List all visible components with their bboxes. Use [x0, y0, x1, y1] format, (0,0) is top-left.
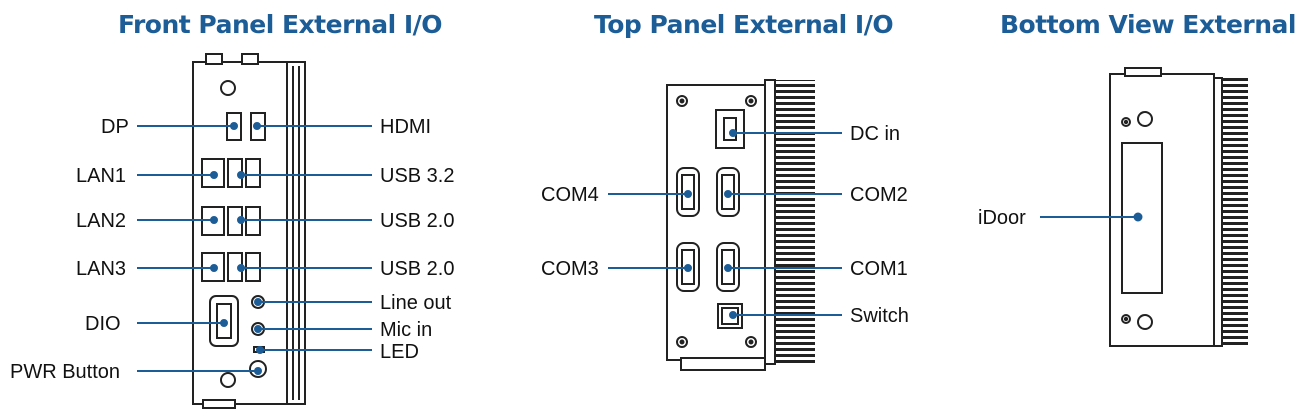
label-usb20-a: USB 2.0 [380, 210, 454, 232]
label-com4: COM4 [541, 184, 599, 206]
front-leaders [137, 122, 372, 375]
label-idoor: iDoor [978, 207, 1026, 229]
dio-connector [209, 295, 239, 347]
label-dc-in: DC in [850, 123, 900, 145]
label-com3: COM3 [541, 258, 599, 280]
label-dio: DIO [85, 313, 121, 335]
pwr-button [249, 360, 267, 378]
lan1-port [201, 158, 225, 188]
top-panel-device [666, 79, 815, 371]
label-lan2: LAN2 [76, 210, 126, 232]
label-com1: COM1 [850, 258, 908, 280]
label-lan1: LAN1 [76, 165, 126, 187]
top-panel-title: Top Panel External I/O [594, 10, 894, 39]
front-panel-title: Front Panel External I/O [118, 10, 443, 39]
bottom-leaders [1040, 212, 1143, 222]
label-line-out: Line out [380, 292, 452, 314]
top-leaders [608, 129, 842, 319]
label-lan3: LAN3 [76, 258, 126, 280]
bottom-view-title: Bottom View External I/O [1000, 10, 1300, 39]
label-mic-in: Mic in [380, 319, 432, 341]
bottom-view-device [1109, 67, 1248, 347]
label-com2: COM2 [850, 184, 908, 206]
front-panel-device [192, 53, 306, 409]
label-usb32: USB 3.2 [380, 165, 454, 187]
label-switch: Switch [850, 305, 909, 327]
com4-port [676, 167, 700, 217]
label-hdmi: HDMI [380, 116, 431, 138]
dc-in-connector [715, 109, 745, 149]
com2-port [716, 167, 740, 217]
label-pwr-button: PWR Button [10, 361, 120, 383]
label-dp: DP [101, 116, 129, 138]
label-usb20-b: USB 2.0 [380, 258, 454, 280]
label-led: LED [380, 341, 419, 363]
